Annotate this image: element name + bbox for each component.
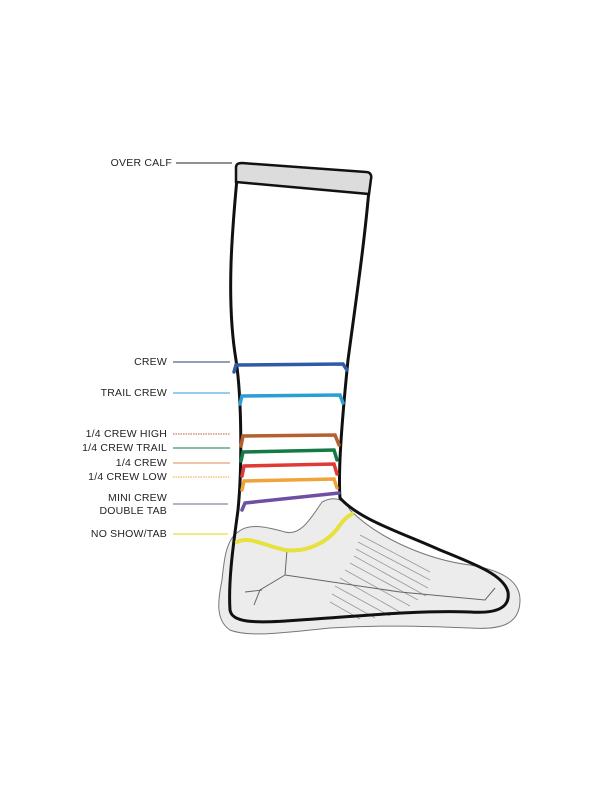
band-quarter-crew-high [239, 433, 341, 448]
label-over-calf: OVER CALF [110, 157, 172, 169]
label-quarter-crew: 1/4 CREW [115, 457, 167, 469]
label-quarter-crew-low: 1/4 CREW LOW [88, 471, 167, 483]
band-quarter-crew [240, 462, 339, 478]
label-quarter-crew-trail: 1/4 CREW TRAIL [82, 442, 167, 454]
label-double-tab: DOUBLE TAB [99, 505, 167, 517]
band-trail-crew [238, 393, 345, 406]
shoe-silhouette [218, 498, 521, 635]
label-quarter-crew-high: 1/4 CREW HIGH [85, 428, 167, 440]
band-no-show-tab [235, 512, 354, 553]
label-crew: CREW [134, 356, 167, 368]
sock-outline [228, 167, 510, 624]
band-quarter-crew-low [240, 477, 339, 492]
over-calf-cuff [234, 161, 373, 196]
label-trail-crew: TRAIL CREW [100, 387, 167, 399]
label-no-show-tab: NO SHOW/TAB [90, 528, 167, 540]
band-crew [232, 362, 349, 374]
label-mini-crew: MINI CREW [108, 492, 167, 504]
shoe-seams [244, 549, 496, 606]
band-mini-crew-double-tab [240, 491, 341, 512]
band-quarter-crew-trail [239, 448, 339, 463]
